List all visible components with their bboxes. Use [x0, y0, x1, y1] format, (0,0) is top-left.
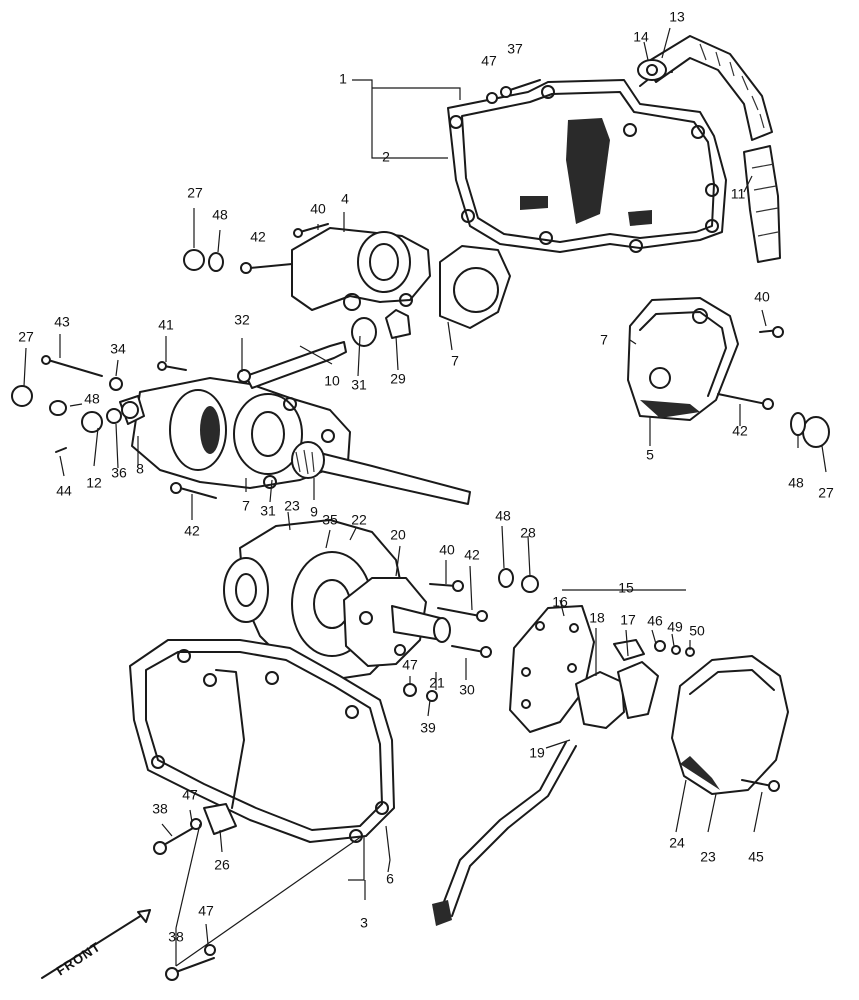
callout-13: 13	[669, 9, 685, 25]
callout-37: 37	[507, 41, 523, 57]
callout-45: 45	[748, 849, 764, 865]
callout-16: 16	[552, 594, 568, 610]
callout-43: 43	[54, 314, 70, 330]
callout-17: 17	[620, 612, 636, 628]
callout-19: 19	[529, 745, 545, 761]
callout-40: 40	[310, 201, 326, 217]
callout-42: 42	[732, 423, 748, 439]
lower-cover-3	[129, 639, 395, 843]
callout-34: 34	[110, 341, 126, 357]
callout-11: 11	[731, 186, 746, 202]
leader-lines	[23, 27, 827, 967]
fasteners	[11, 79, 784, 981]
callout-35: 35	[322, 512, 338, 528]
callout-50: 50	[689, 623, 705, 639]
callout-26: 26	[214, 857, 230, 873]
callout-2: 2	[382, 149, 390, 165]
drive-housing	[223, 519, 451, 681]
callout-23: 23	[700, 849, 716, 865]
callout-46: 46	[647, 613, 663, 629]
callout-29: 29	[390, 371, 406, 387]
callout-6: 6	[386, 871, 394, 887]
callout-22: 22	[351, 512, 367, 528]
callout-21: 21	[429, 675, 445, 691]
ignition-point-plate	[432, 605, 659, 926]
callout-38: 38	[168, 929, 184, 945]
upper-housing-4	[291, 227, 511, 347]
callout-10: 10	[324, 373, 340, 389]
callout-7: 7	[242, 498, 250, 514]
right-side-cover-5	[627, 297, 830, 448]
callout-49: 49	[667, 619, 683, 635]
callout-23: 23	[284, 498, 300, 514]
callout-20: 20	[390, 527, 406, 543]
callout-24: 24	[669, 835, 685, 851]
callout-30: 30	[459, 682, 475, 698]
callout-42: 42	[250, 229, 266, 245]
callout-3: 3	[360, 915, 368, 931]
front-label: FRONT	[53, 939, 103, 979]
callout-1: 1	[339, 71, 347, 87]
callout-7: 7	[600, 332, 608, 348]
callout-48: 48	[788, 475, 804, 491]
callout-42: 42	[184, 523, 200, 539]
callout-41: 41	[158, 317, 174, 333]
callout-36: 36	[111, 465, 127, 481]
callout-28: 28	[520, 525, 536, 541]
callout-47: 47	[182, 787, 198, 803]
callout-42: 42	[464, 547, 480, 563]
breather-hose	[637, 35, 781, 263]
callout-47: 47	[402, 657, 418, 673]
upper-cover-and-gasket	[447, 69, 727, 253]
callout-31: 31	[260, 503, 276, 519]
end-cover-23	[671, 655, 789, 795]
front-direction-indicator: FRONT	[41, 909, 151, 979]
callout-48: 48	[495, 508, 511, 524]
callout-48: 48	[84, 391, 100, 407]
callout-7: 7	[451, 353, 459, 369]
callout-40: 40	[439, 542, 455, 558]
callout-15: 15	[618, 580, 634, 596]
callout-27: 27	[818, 485, 834, 501]
callout-18: 18	[589, 610, 605, 626]
callout-47: 47	[481, 53, 497, 69]
callout-31: 31	[351, 377, 367, 393]
callout-8: 8	[136, 461, 144, 477]
callout-47: 47	[198, 903, 214, 919]
callout-39: 39	[420, 720, 436, 736]
main-housing-8	[81, 341, 471, 505]
callout-14: 14	[633, 29, 649, 45]
callout-12: 12	[86, 475, 102, 491]
callout-32: 32	[234, 312, 250, 328]
callout-5: 5	[646, 447, 654, 463]
callout-38: 38	[152, 801, 168, 817]
callout-4: 4	[341, 191, 349, 207]
callout-27: 27	[187, 185, 203, 201]
callout-44: 44	[56, 483, 72, 499]
callout-48: 48	[212, 207, 228, 223]
callout-9: 9	[310, 504, 318, 520]
callout-40: 40	[754, 289, 770, 305]
callout-numbers: 13 14 47 37 1 2 11 27 48 40 4 42 7 40 42…	[18, 9, 834, 945]
callout-27: 27	[18, 329, 34, 345]
